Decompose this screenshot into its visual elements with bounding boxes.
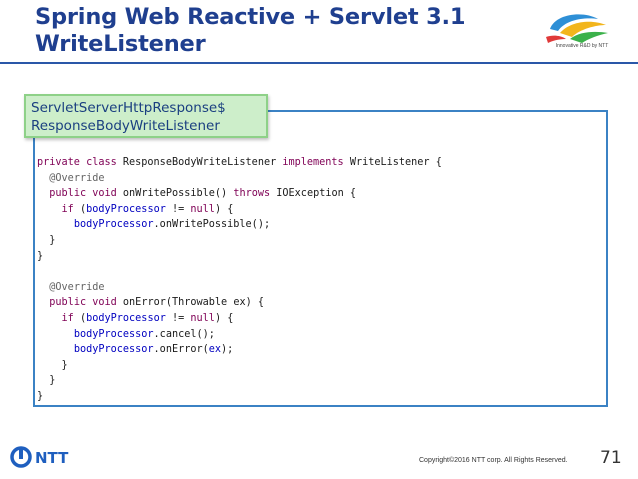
code-line: public void onWritePossible() throws IOE…	[37, 186, 442, 202]
code-line: if (bodyProcessor != null) {	[37, 202, 442, 218]
code-keyword: void	[92, 297, 117, 309]
code-line: bodyProcessor.cancel();	[37, 327, 442, 343]
code-text: }	[49, 375, 56, 387]
code-keyword: throws	[233, 188, 271, 200]
class-name-label: ServletServerHttpResponse$ ResponseBodyW…	[24, 94, 268, 138]
code-text: !=	[165, 203, 191, 215]
code-keyword: public	[49, 297, 87, 309]
code-field: bodyProcessor	[73, 328, 154, 340]
code-keyword: void	[92, 188, 117, 200]
code-text: .onError(	[153, 344, 209, 356]
code-keyword: null	[190, 312, 215, 324]
code-text: !=	[165, 312, 191, 324]
code-line: bodyProcessor.onWritePossible();	[37, 217, 442, 233]
code-text: (	[73, 203, 87, 215]
code-line: }	[37, 389, 442, 405]
code-keyword: if	[61, 312, 74, 324]
code-text: );	[221, 344, 234, 356]
code-keyword: private	[37, 157, 80, 168]
code-field: bodyProcessor	[86, 203, 166, 215]
page-number: 71	[600, 448, 622, 468]
code-line: }	[37, 249, 442, 265]
code-keyword: implements	[282, 157, 344, 168]
code-text: IOException {	[270, 188, 357, 200]
code-line: }	[37, 358, 442, 374]
code-line: if (bodyProcessor != null) {	[37, 311, 442, 327]
code-block: private class ResponseBodyWriteListener …	[37, 155, 442, 405]
code-keyword: class	[86, 157, 117, 168]
ntt-innovative-logo-icon	[546, 14, 608, 43]
code-text: .onWritePossible();	[153, 219, 271, 231]
code-keyword: null	[190, 203, 215, 215]
code-text: }	[37, 250, 44, 262]
code-text: WriteListener {	[343, 157, 442, 168]
code-text: }	[37, 390, 44, 402]
logo-caption: Innovative R&D by NTT	[555, 43, 609, 49]
code-line: @Override	[37, 280, 442, 296]
code-line: @Override	[37, 171, 442, 187]
code-text: .cancel();	[153, 328, 215, 340]
code-text: (	[73, 312, 87, 324]
code-text: onError(Throwable ex) {	[116, 297, 264, 309]
code-line	[37, 264, 442, 280]
code-text: }	[61, 359, 68, 371]
code-line: }	[37, 373, 442, 389]
code-field: bodyProcessor	[86, 312, 166, 324]
code-field: bodyProcessor	[73, 344, 154, 356]
copyright-notice: Copyright©2016 NTT corp. All Rights Rese…	[419, 457, 568, 464]
code-annotation: @Override	[49, 172, 105, 184]
code-text: ResponseBodyWriteListener	[116, 157, 283, 168]
slide-title: Spring Web Reactive + Servlet 3.1 WriteL…	[35, 4, 515, 58]
title-divider	[0, 62, 638, 64]
code-text: ) {	[214, 312, 234, 324]
code-keyword: public	[49, 188, 87, 200]
code-field: bodyProcessor	[73, 219, 154, 231]
ntt-logo-icon: NTT	[10, 446, 69, 468]
title-line-1: Spring Web Reactive + Servlet 3.1	[35, 4, 466, 30]
footer-brand: NTT	[35, 449, 69, 467]
code-line: public void onError(Throwable ex) {	[37, 295, 442, 311]
code-panel	[33, 110, 608, 407]
label-line-1: ServletServerHttpResponse$	[31, 100, 226, 116]
code-text: ) {	[214, 203, 234, 215]
code-line: bodyProcessor.onError(ex);	[37, 342, 442, 358]
code-keyword: if	[61, 203, 74, 215]
label-line-2: ResponseBodyWriteListener	[31, 118, 220, 134]
title-line-2: WriteListener	[35, 31, 206, 57]
code-field: ex	[208, 344, 222, 356]
code-annotation: @Override	[49, 281, 105, 293]
code-line: private class ResponseBodyWriteListener …	[37, 155, 442, 171]
code-text: }	[49, 234, 56, 246]
code-line: }	[37, 233, 442, 249]
code-text: onWritePossible()	[116, 188, 234, 200]
